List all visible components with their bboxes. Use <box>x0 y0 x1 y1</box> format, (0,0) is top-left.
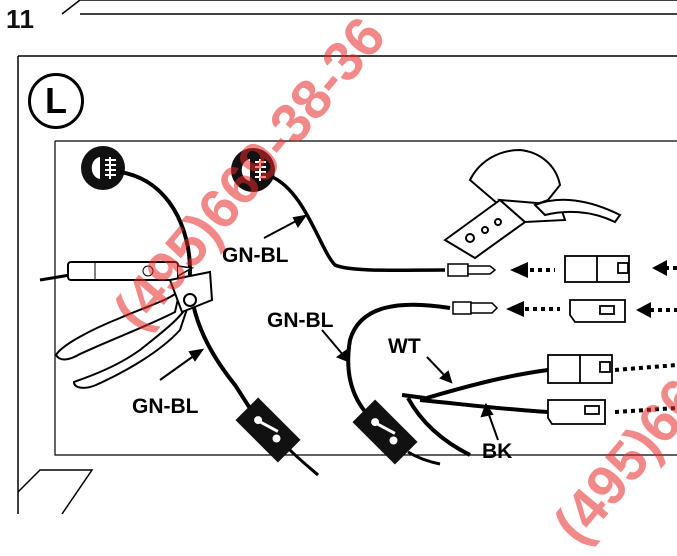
connector-housing <box>547 354 613 384</box>
spade-terminal <box>447 263 497 277</box>
connector-housing <box>569 299 626 323</box>
switch-block <box>235 397 301 463</box>
stripping-pliers <box>54 270 214 389</box>
switch-block <box>352 399 418 465</box>
header-rule <box>61 0 677 15</box>
switch-lead <box>288 448 319 477</box>
test-probe <box>39 261 195 282</box>
step-number: 11 <box>6 4 35 34</box>
arrow-head <box>506 260 667 318</box>
connector-housing <box>547 399 606 425</box>
spade-terminal <box>452 301 499 315</box>
fog-lamp-icon <box>81 146 125 190</box>
label-gn-bl: GN-BL <box>132 395 199 418</box>
wire-gn-bl-left <box>119 170 260 420</box>
outer-frame <box>17 55 677 514</box>
switch-lead <box>407 450 441 466</box>
wire-joint <box>401 393 426 400</box>
label-gn-bl: GN-BL <box>267 309 334 332</box>
label-wt: WT <box>388 335 421 358</box>
wire-gn-bl-right <box>346 302 451 417</box>
wire-gn-bl-middle <box>269 174 446 273</box>
label-pointer <box>159 214 499 441</box>
wire-bk-tail <box>406 397 471 457</box>
wire-wt <box>419 368 549 402</box>
label-bk: BK <box>482 440 513 463</box>
connector-housing <box>564 255 630 283</box>
panel-letter-badge: L <box>28 73 84 129</box>
panel-letter: L <box>45 80 67 121</box>
fog-lamp-icon <box>231 148 275 192</box>
corner-flap <box>17 469 94 514</box>
diagram-canvas <box>17 0 677 514</box>
crimping-tool <box>443 148 622 260</box>
label-gn-bl: GN-BL <box>222 244 289 267</box>
